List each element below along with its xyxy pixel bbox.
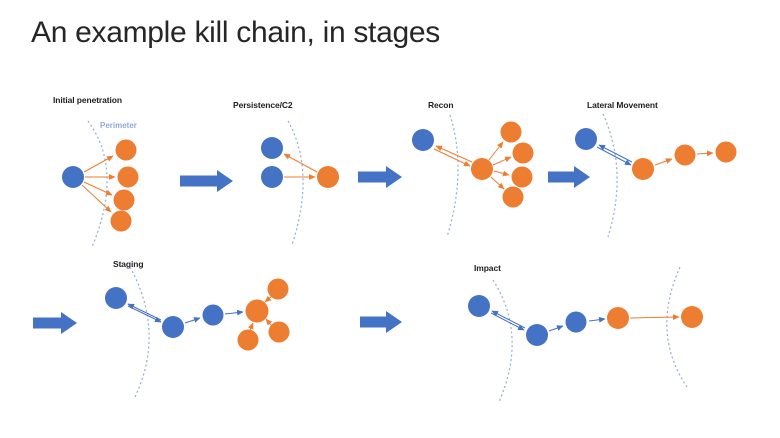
node-orange (237, 329, 259, 351)
stage6-orange-arrows (629, 314, 680, 321)
node-orange (511, 166, 533, 188)
stage3-recon-arrows (433, 141, 512, 190)
perimeter-curve-impact-right (666, 266, 688, 388)
stage-label-recon: Recon (428, 100, 454, 110)
lateral-arrow (598, 144, 633, 163)
transition-arrow-4 (33, 312, 77, 334)
node-blue (105, 287, 127, 309)
node-orange (674, 144, 696, 166)
staging-arrow (184, 317, 201, 324)
node-blue (202, 304, 224, 326)
target-node-orange (117, 166, 139, 188)
collect-arrow (264, 295, 273, 303)
stage-staging (105, 278, 290, 351)
node-blue (565, 311, 587, 333)
c2-arrow (283, 153, 318, 173)
node-orange (715, 141, 737, 163)
perimeter-curves (87, 113, 688, 403)
node-blue (261, 166, 283, 188)
perimeter-curve-recon (446, 114, 459, 238)
perimeter-curve-staging (129, 266, 150, 398)
node-orange (512, 142, 534, 164)
stage-persistence-c2 (261, 137, 339, 188)
node-orange (607, 307, 629, 329)
stage-label-persistence-c2: Persistence/C2 (233, 100, 293, 110)
collect-arrow (247, 322, 254, 331)
node-blue (162, 316, 184, 338)
node-blue (575, 128, 597, 150)
transition-arrow-3 (548, 166, 590, 188)
node-orange (500, 121, 522, 143)
staging-arrow (127, 303, 162, 321)
lateral-arrow (696, 150, 714, 157)
perimeter-curve-persistence (287, 120, 304, 246)
perimeter-curve-lateral (602, 113, 618, 238)
stage-label-initial-penetration: Initial penetration (53, 95, 122, 105)
exfil-arrow (629, 314, 680, 321)
node-orange (632, 158, 654, 180)
transition-arrow-2 (358, 166, 402, 188)
attack-arrow (83, 155, 114, 173)
staging-arrow (127, 305, 162, 323)
slide-title: An example kill chain, in stages (31, 16, 440, 49)
collect-arrow (265, 318, 273, 326)
target-node-orange (115, 139, 137, 161)
impact-arrow (490, 312, 525, 331)
stage-impact (468, 295, 703, 346)
attack-arrow (83, 181, 113, 196)
node-blue (261, 137, 283, 159)
transition-arrows (33, 166, 590, 334)
lateral-arrow (654, 158, 673, 166)
external-node-orange (681, 306, 703, 328)
stage-recon (412, 121, 534, 208)
node-blue (412, 129, 434, 151)
target-node-orange (113, 189, 135, 211)
stage-lateral-movement (575, 128, 737, 180)
staging-arrow (224, 309, 244, 316)
recon-arrow (433, 148, 471, 167)
stage-label-staging: Staging (113, 259, 144, 269)
stage6-blue-arrows (490, 310, 606, 332)
stage-initial-penetration (62, 139, 139, 232)
recon-arrow (488, 141, 504, 161)
recon-arrow (435, 145, 473, 163)
transition-arrow-1 (180, 170, 233, 192)
implant-node-orange (317, 166, 339, 188)
transition-arrow-5 (360, 311, 402, 333)
stage1-attack-arrows (81, 155, 116, 213)
node-orange (267, 278, 289, 300)
stage2-c2-arrows (283, 153, 318, 180)
perimeter-curve-initial (87, 120, 108, 248)
attacker-node-blue (62, 166, 84, 188)
stage-label-lateral-movement: Lateral Movement (587, 100, 658, 110)
node-orange (268, 321, 290, 343)
node-orange (502, 186, 524, 208)
perimeter-label: Perimeter (100, 121, 137, 130)
staging-node-orange (245, 299, 269, 323)
recon-arrow (492, 156, 512, 166)
impact-arrow (548, 325, 564, 332)
perimeter-curve-impact-left (492, 279, 513, 403)
lateral-arrow (596, 146, 632, 166)
node-blue (468, 295, 490, 317)
node-blue (526, 324, 548, 346)
recon-arrow (490, 176, 505, 190)
recon-arrow (493, 170, 510, 177)
stage5-blue-arrows (127, 303, 244, 324)
attack-arrow (81, 184, 112, 213)
stage5-orange-arrows (247, 295, 273, 331)
stage4-blue-arrows (596, 144, 633, 166)
stage4-orange-arrows (654, 150, 714, 166)
impact-arrow (588, 316, 606, 323)
pivot-node-orange (471, 158, 493, 180)
stage-label-impact: Impact (474, 263, 501, 273)
target-node-orange (110, 210, 132, 232)
